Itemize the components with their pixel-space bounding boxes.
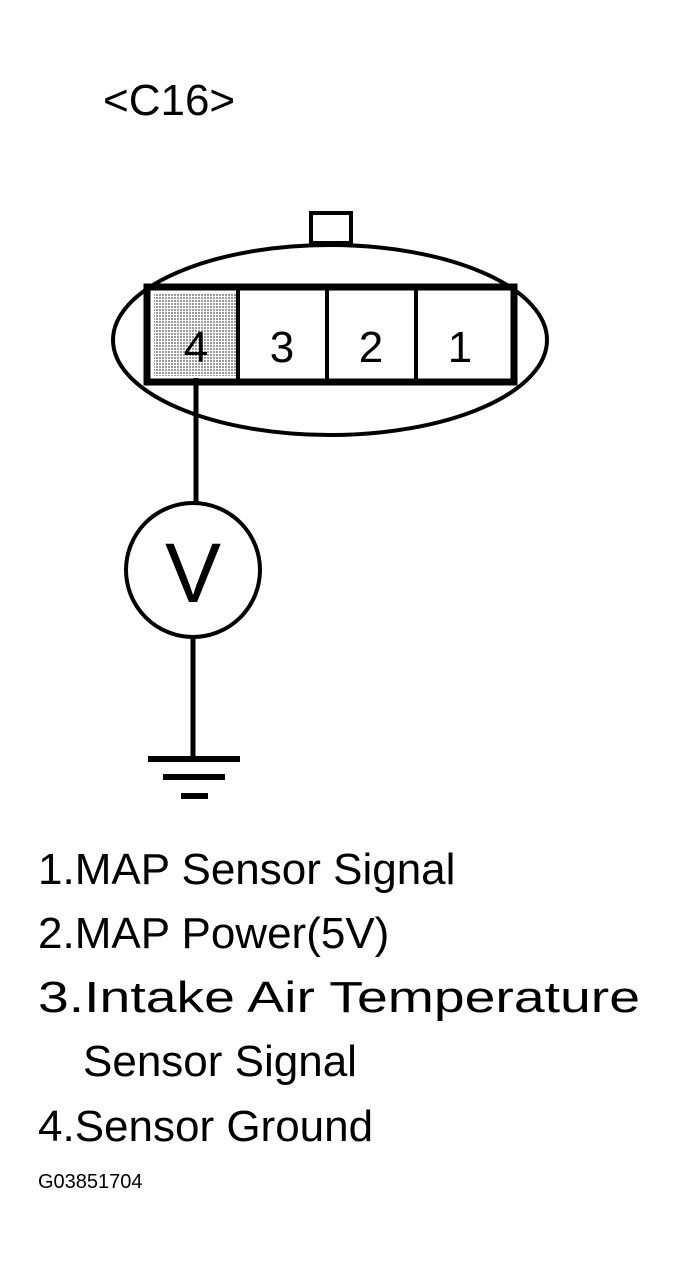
pin-label-4: 4 [184, 323, 208, 372]
legend-item-2: 2.MAP Power(5V) [38, 909, 389, 958]
ground-icon [148, 756, 240, 799]
pin-label-1: 1 [448, 323, 472, 372]
pin-4-highlight [154, 293, 238, 376]
connector-latch [309, 211, 353, 245]
voltmeter: V [124, 501, 262, 639]
connector-id-label: <C16> [103, 76, 235, 125]
figure-code: G03851704 [38, 1171, 143, 1193]
legend-item-4: 4.Sensor Ground [38, 1102, 373, 1151]
legend-item-3: 3.Intake Air Temperature [38, 973, 640, 1022]
voltmeter-symbol: V [165, 526, 221, 620]
pin-legend: 1.MAP Sensor Signal 2.MAP Power(5V) 3.In… [38, 845, 640, 1151]
pin-label-2: 2 [359, 323, 383, 372]
pin-label-3: 3 [270, 323, 294, 372]
connector-pins: 4 3 2 1 [154, 290, 472, 379]
legend-item-3-continued: Sensor Signal [83, 1037, 357, 1086]
legend-item-1: 1.MAP Sensor Signal [38, 845, 455, 894]
